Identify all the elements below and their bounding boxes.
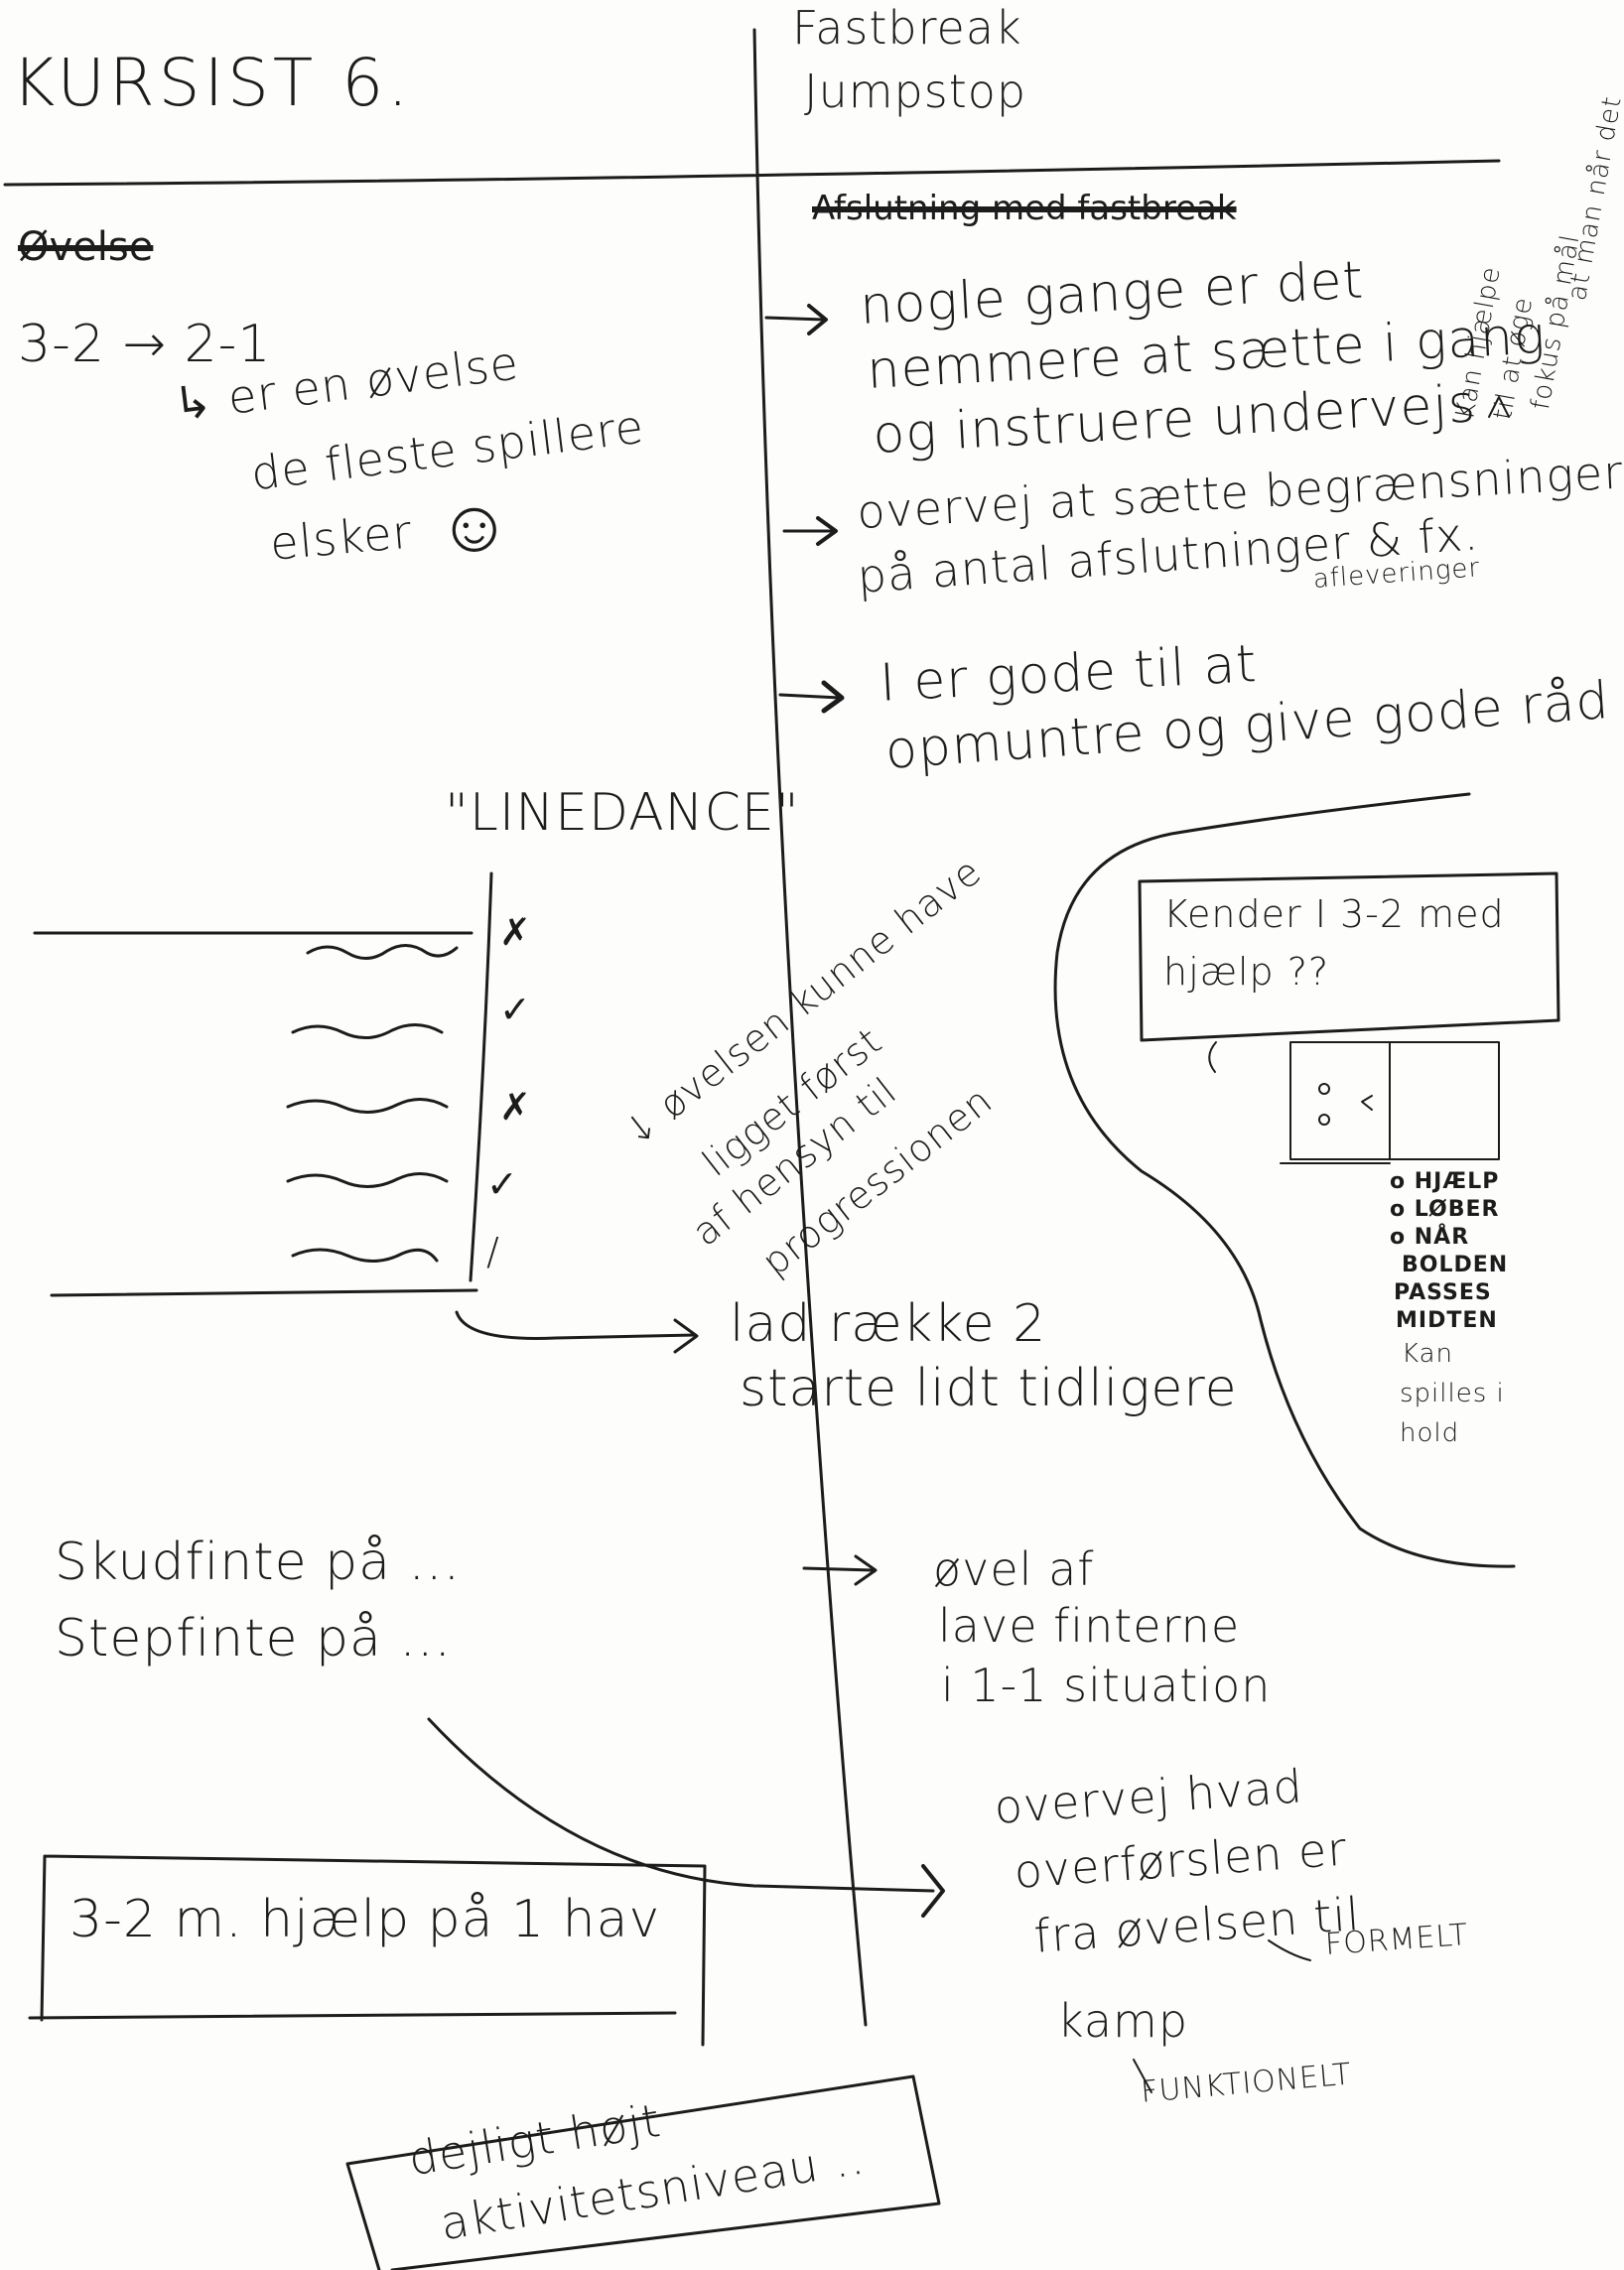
bullet-arrow-3 <box>778 680 845 714</box>
topic-jumpstop: Jumpstop <box>804 65 1027 118</box>
diagram-bubble <box>1053 792 1516 1568</box>
center-divider <box>752 28 868 2027</box>
diagram-label-9: hold <box>1400 1418 1460 1448</box>
aktivitet-box <box>345 2074 941 2270</box>
transfer-arrow <box>427 1717 945 1918</box>
bullet-arrow-1 <box>764 304 828 335</box>
funktionelt-tick <box>1133 2059 1152 2093</box>
diagram-label-5: PASSES <box>1394 1280 1492 1305</box>
linedance-action-2: starte lidt tidligere <box>740 1359 1238 1418</box>
side-note-arrow <box>1488 396 1510 418</box>
finte-arrow <box>802 1554 878 1586</box>
finte-note-2: lave finterne <box>938 1599 1241 1653</box>
mark-5: / <box>486 1230 500 1273</box>
diagram-label-3: o NÅR <box>1390 1225 1470 1250</box>
diagram-label-7: Kan <box>1402 1339 1454 1369</box>
diagram-label-6: MIDTEN <box>1396 1308 1498 1333</box>
finte-line-2: Stepfinte på ... <box>55 1609 453 1669</box>
linedance-action-1: lad række 2 <box>730 1294 1047 1354</box>
diagram-label-4: BOLDEN <box>1402 1253 1509 1277</box>
hjaelp-box-text: 3-2 m. hjælp på 1 hav <box>69 1890 661 1949</box>
mark-3: ✗ <box>499 1085 532 1129</box>
formelt-tick <box>1268 1939 1311 1961</box>
struck-word-left: Øvelse <box>18 224 154 270</box>
finte-line-1: Skudfinte på ... <box>55 1533 462 1592</box>
question-line-2: hjælp ?? <box>1163 950 1330 994</box>
question-line-1: Kender I 3-2 med <box>1163 892 1505 936</box>
transfer-note-4: kamp <box>1057 1994 1189 2048</box>
mark-4: ✓ <box>486 1162 519 1206</box>
linedance-diagram <box>33 871 493 1297</box>
linedance-title: "LINEDANCE" <box>445 783 800 843</box>
mark-1: ✗ <box>499 910 532 954</box>
finte-note-1: øvel af <box>933 1542 1095 1596</box>
diagram-label-2: o LØBER <box>1390 1197 1500 1222</box>
page-title: KURSIST 6. <box>12 45 413 121</box>
court-diagram <box>1280 1041 1500 1164</box>
hjaelp-box <box>28 1854 707 2047</box>
topic-fastbreak: Fastbreak <box>792 1 1022 55</box>
struck-word-right: Afslutning med fastbreak <box>812 189 1237 228</box>
formation-label: 3-2 → 2-1 <box>18 315 272 374</box>
smiley-icon: ☺ <box>437 483 513 569</box>
linedance-arrow <box>455 1310 699 1354</box>
header-divider <box>3 159 1501 187</box>
bullet-arrow-2 <box>782 516 838 546</box>
finte-note-3: i 1-1 situation <box>941 1659 1272 1712</box>
question-box <box>1138 871 1560 1042</box>
diagram-label-8: spilles i <box>1400 1379 1505 1408</box>
mark-2: ✓ <box>499 988 532 1031</box>
diagram-label-1: o HJÆLP <box>1390 1169 1500 1194</box>
